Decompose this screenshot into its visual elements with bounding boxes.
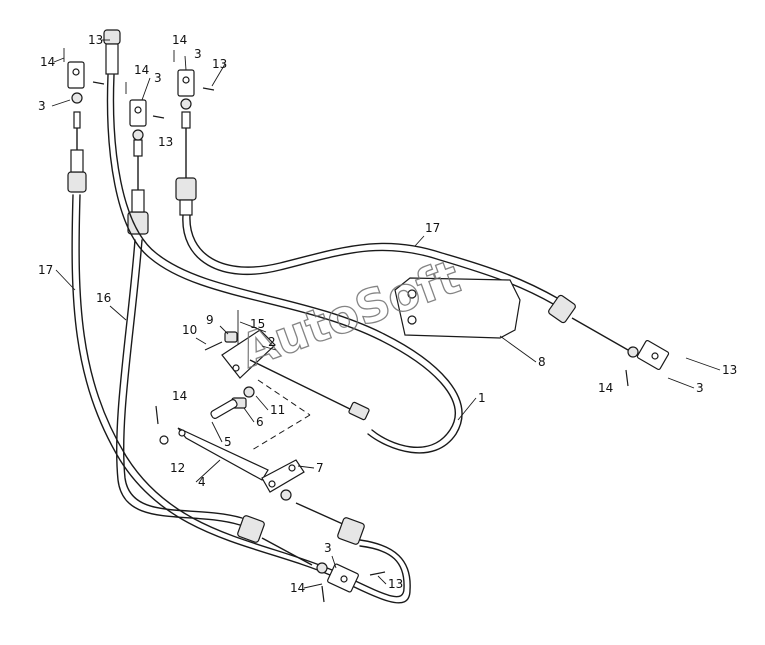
cable-1 — [103, 29, 463, 454]
callout-13: 13 — [388, 577, 403, 591]
callout-14: 14 — [134, 63, 149, 77]
shaft-4 — [177, 427, 269, 481]
callout-4: 4 — [198, 475, 206, 489]
top-clevises — [63, 48, 215, 141]
callout-8: 8 — [538, 355, 546, 369]
callout-13: 13 — [158, 135, 173, 149]
cable-17-right-nut — [175, 177, 197, 201]
cable-17-left-sleeve — [70, 149, 84, 173]
callout-13: 13 — [212, 57, 227, 71]
cable-17-right — [175, 111, 560, 306]
callout-6: 6 — [256, 415, 264, 429]
washer-12 — [159, 435, 169, 445]
callout-12: 12 — [170, 461, 185, 475]
callout-10: 10 — [182, 323, 197, 337]
callout-16: 16 — [96, 291, 111, 305]
callout-7: 7 — [316, 461, 324, 475]
callout-11: 11 — [270, 403, 285, 417]
cable-17-left — [67, 111, 411, 604]
callout-3: 3 — [696, 381, 704, 395]
callout-1: 1 — [478, 391, 486, 405]
cotter-pins-14 — [155, 369, 629, 603]
callout-14: 14 — [598, 381, 613, 395]
plate-7 — [261, 459, 305, 493]
callout-14: 14 — [172, 33, 187, 47]
linkage — [159, 399, 305, 501]
cable-17-left-nut — [67, 171, 87, 193]
pin-9 — [224, 331, 238, 343]
bolt-10 — [204, 341, 223, 351]
nut-11 — [243, 386, 255, 398]
callout-13: 13 — [722, 363, 737, 377]
callout-14: 14 — [172, 389, 187, 403]
callout-5: 5 — [224, 435, 232, 449]
right-cable-fitting — [548, 294, 670, 371]
callouts: 14 13 14 14 3 13 3 3 13 17 17 16 10 9 1 5… — [38, 33, 737, 595]
callout-17: 17 — [38, 263, 53, 277]
callout-14: 14 — [40, 55, 55, 69]
callout-13: 13 — [88, 33, 103, 47]
callout-3: 3 — [38, 99, 46, 113]
bottom-fittings — [237, 502, 386, 593]
rod-5 — [210, 399, 238, 419]
callout-9: 9 — [206, 313, 214, 327]
callout-14: 14 — [290, 581, 305, 595]
callout-3: 3 — [154, 71, 162, 85]
callout-3: 3 — [194, 47, 202, 61]
mechanism-center — [204, 310, 370, 451]
cable-1-end-cap — [103, 29, 121, 45]
callout-leaders — [51, 39, 721, 589]
callout-2: 2 — [268, 335, 276, 349]
callout-17: 17 — [425, 221, 440, 235]
callout-3: 3 — [324, 541, 332, 555]
cable-16 — [116, 139, 243, 526]
bracket-8 — [394, 277, 521, 339]
